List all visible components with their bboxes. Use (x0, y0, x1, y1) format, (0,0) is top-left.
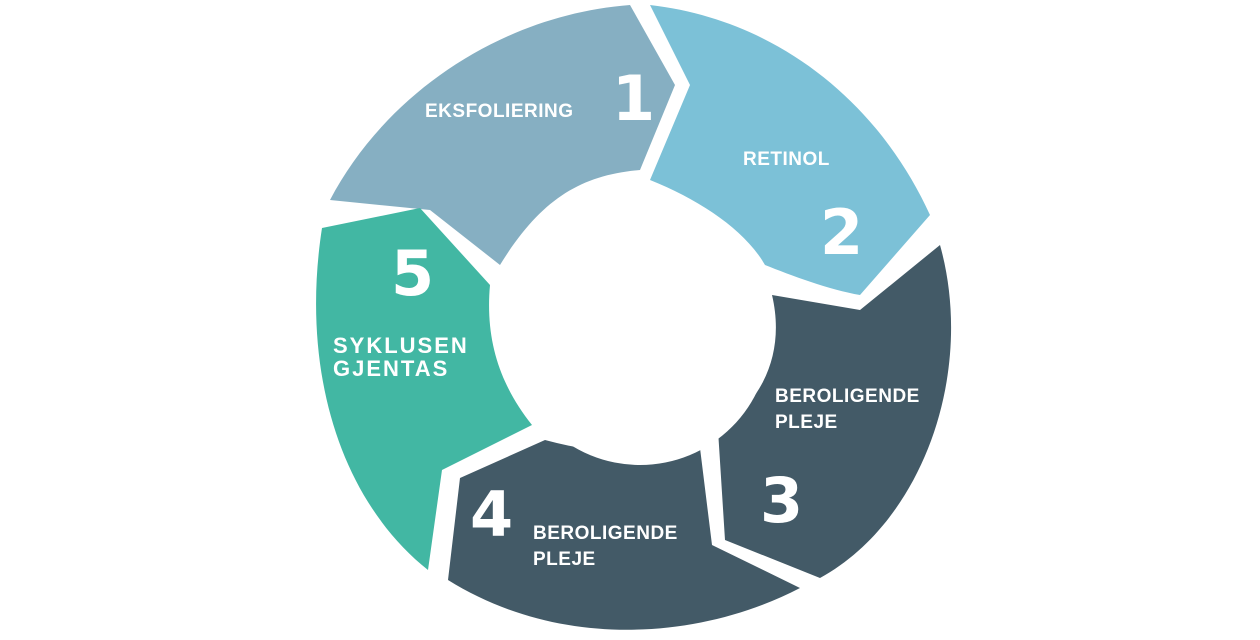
segment-4-shape (448, 440, 800, 630)
segment-2-shape (650, 5, 930, 295)
segment-4-label: BEROLIGENDE PLEJE (533, 523, 678, 570)
segment-5-shape (316, 208, 532, 570)
center-hole (510, 205, 770, 465)
segment-3-label: BEROLIGENDE PLEJE (775, 386, 920, 433)
segment-4-number: 4 (470, 478, 514, 551)
segment-1-label: EKSFOLIERING (425, 101, 574, 122)
segment-2-number: 2 (820, 196, 864, 269)
segment-5-number: 5 (391, 237, 435, 310)
segment-5-label: SYKLUSEN GJENTAS (333, 333, 469, 382)
segment-3-number: 3 (760, 464, 804, 537)
segment-1-number: 1 (612, 62, 656, 135)
segment-1-shape (330, 5, 675, 265)
segment-3-shape (718, 245, 952, 578)
segment-2-label: RETINOL (743, 149, 830, 170)
